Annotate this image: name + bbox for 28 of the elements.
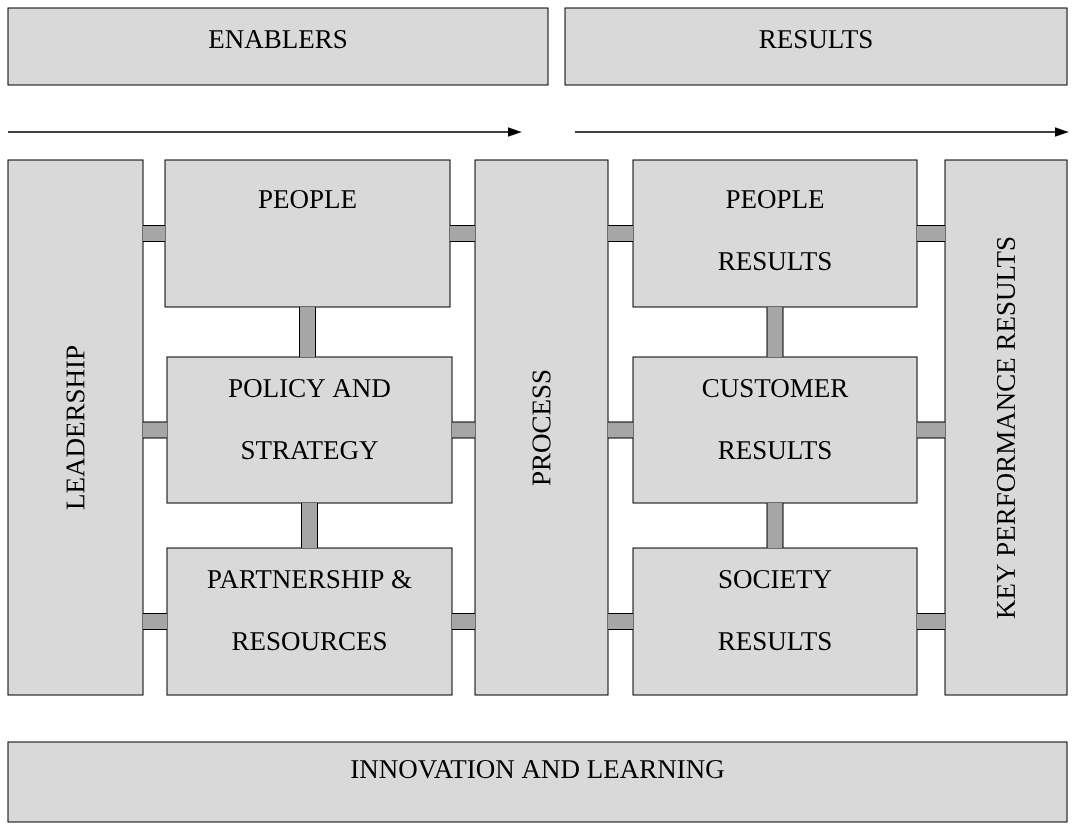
- connector-bar: [608, 421, 633, 439]
- connector-bar: [608, 225, 633, 242]
- header-band: RESULTS: [564, 7, 1068, 86]
- enabler-box: PARTNERSHIP & RESOURCES: [166, 547, 453, 696]
- connector-bar: [917, 421, 945, 439]
- connector-bar: [299, 307, 316, 357]
- result-box: SOCIETY RESULTS: [632, 547, 918, 696]
- connector-bar: [452, 613, 475, 630]
- enabler-box: POLICY AND STRATEGY: [166, 356, 453, 504]
- connector-bar: [143, 421, 167, 439]
- connector-bar: [301, 503, 318, 548]
- connector-bar: [452, 421, 475, 439]
- bottom-band: INNOVATION AND LEARNING: [7, 741, 1068, 823]
- result-box: CUSTOMER RESULTS: [632, 356, 918, 504]
- connector-bar: [143, 225, 165, 242]
- header-band: ENABLERS: [7, 7, 549, 86]
- enabler-box: PEOPLE: [164, 159, 451, 308]
- vertical-band: LEADERSHIP: [7, 159, 144, 696]
- connector-bar: [917, 613, 945, 630]
- connector-bar: [766, 503, 784, 548]
- connector-bar: [608, 613, 633, 630]
- connector-bar: [917, 225, 945, 242]
- connector-bar: [143, 613, 167, 630]
- vertical-band: PROCESS: [474, 159, 609, 696]
- connector-bar: [766, 307, 784, 357]
- vertical-band: KEY PERFORMANCE RESULTS: [944, 159, 1068, 696]
- result-box: PEOPLE RESULTS: [632, 159, 918, 308]
- connector-bar: [450, 225, 475, 242]
